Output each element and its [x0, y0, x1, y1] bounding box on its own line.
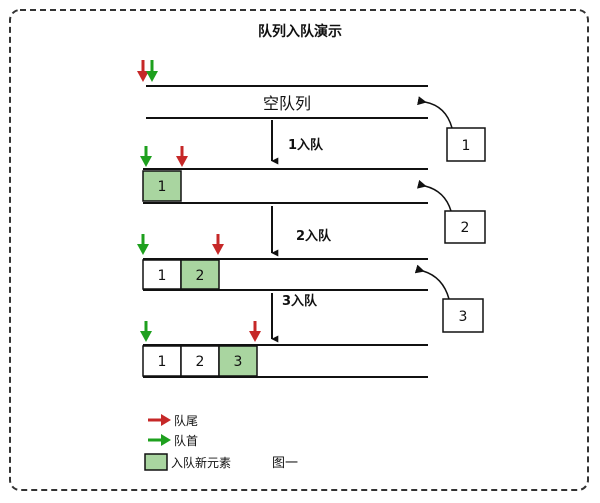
- queue-cell: [142, 259, 182, 290]
- rear-arrow-icon: [137, 60, 149, 82]
- legend-new-element: 入队新元素: [144, 453, 231, 471]
- legend: 队尾 队首 入队新元素: [144, 413, 231, 471]
- front-arrow-icon: [140, 321, 152, 342]
- queue-after-2: 1 2: [137, 234, 428, 291]
- enqueue-curve-arrow: [417, 96, 453, 129]
- incoming-element-2: 2: [416, 179, 486, 244]
- queue-cell-label: 2: [196, 354, 205, 370]
- queue-cell-label: 2: [196, 268, 205, 284]
- legend-new-element-label: 入队新元素: [171, 455, 231, 470]
- enqueue-curve-arrow: [414, 264, 450, 300]
- step-1: 1入队: [271, 120, 324, 165]
- step-3: 3入队: [271, 293, 318, 343]
- step-label: 2入队: [296, 229, 332, 244]
- front-arrow-icon: [137, 234, 149, 255]
- legend-rear-label: 队尾: [174, 413, 198, 428]
- queue-cell-label: 1: [158, 354, 167, 370]
- incoming-label: 1: [462, 138, 471, 154]
- front-arrow-icon: [146, 60, 158, 82]
- incoming-element-3: 3: [414, 264, 484, 333]
- queue-after-1: 1: [140, 146, 428, 204]
- queue-empty: 空队列: [137, 60, 428, 119]
- empty-queue-label: 空队列: [263, 94, 311, 113]
- queue-cell-label: 3: [234, 354, 243, 370]
- legend-front-label: 队首: [174, 433, 198, 448]
- legend-rear: 队尾: [148, 413, 198, 428]
- rear-arrow-icon: [212, 234, 224, 255]
- rear-arrow-icon: [161, 414, 171, 426]
- queue-cell-label: 1: [158, 268, 167, 284]
- incoming-element-1: 1: [417, 96, 486, 162]
- step-label: 1入队: [288, 138, 324, 153]
- incoming-label: 2: [461, 220, 470, 236]
- front-arrow-icon: [140, 146, 152, 167]
- queue-cell-label: 1: [158, 179, 167, 195]
- queue-cell-new: [218, 345, 258, 377]
- incoming-label: 3: [459, 309, 468, 325]
- rear-arrow-icon: [176, 146, 188, 167]
- front-arrow-icon: [161, 434, 171, 446]
- step-2: 2入队: [271, 206, 332, 257]
- queue-cell-new: [142, 170, 182, 202]
- diagram-title: 队列入队演示: [258, 23, 342, 40]
- queue-after-3: 1 2 3: [140, 321, 428, 378]
- queue-cell: [180, 345, 220, 377]
- rear-arrow-icon: [249, 321, 261, 342]
- new-element-swatch: [144, 453, 168, 471]
- figure-caption: 图一: [272, 456, 298, 471]
- step-label: 3入队: [282, 294, 318, 309]
- enqueue-curve-arrow: [416, 179, 452, 212]
- legend-front: 队首: [148, 433, 198, 448]
- diagram-frame: [9, 9, 589, 491]
- queue-cell-new: [180, 259, 220, 290]
